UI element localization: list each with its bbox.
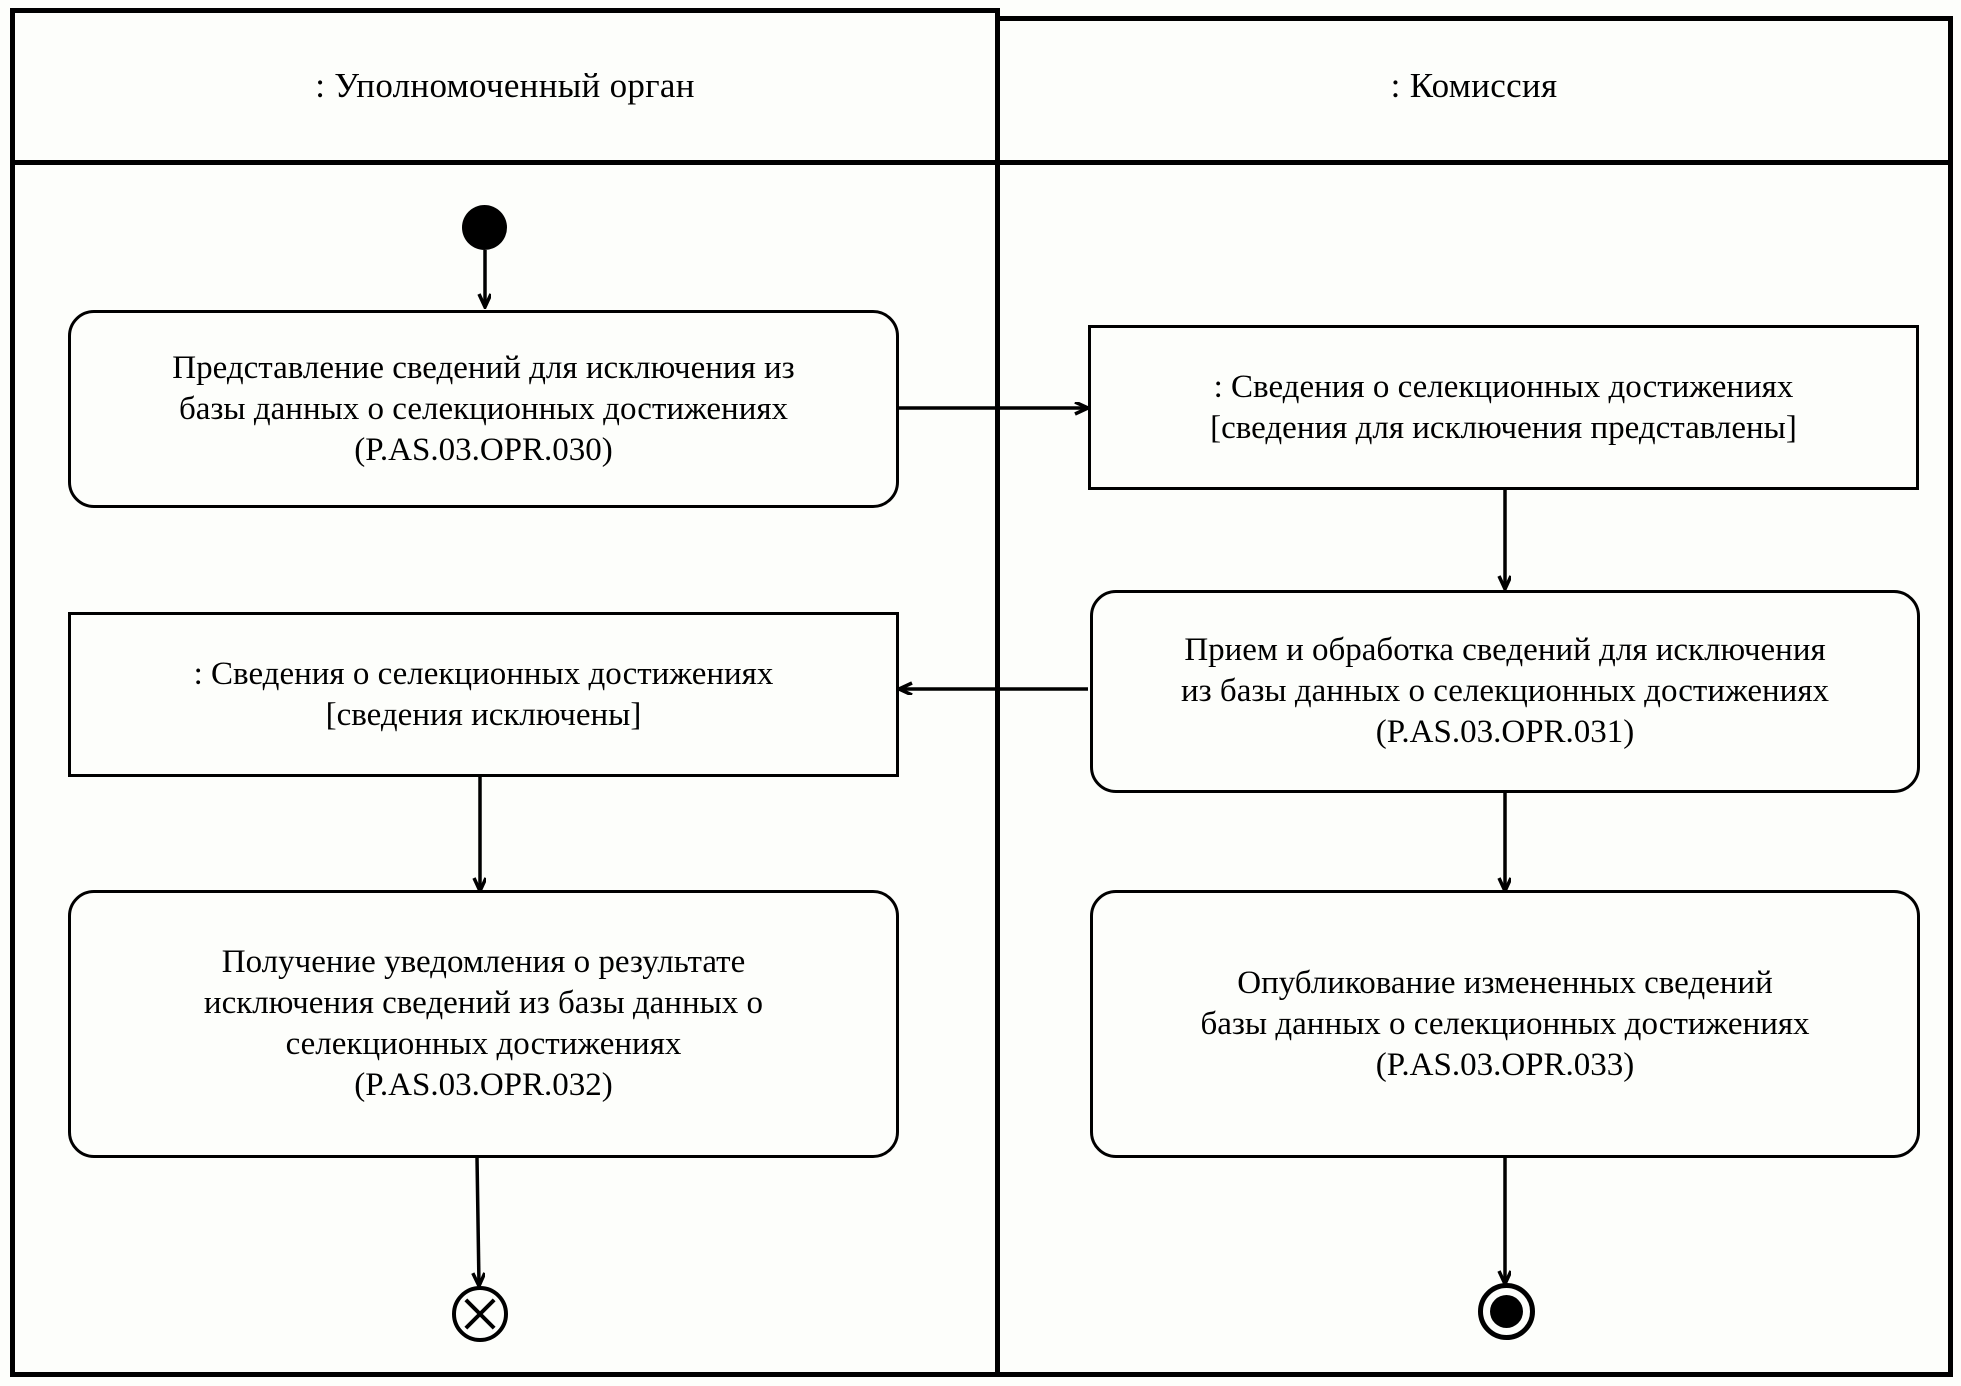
object-node-right-1-label: : Сведения о селекционных достижениях [с… xyxy=(1210,368,1797,446)
frame-right-border xyxy=(1948,16,1953,1377)
activity-node-left-1[interactable]: Представление сведений для исключения из… xyxy=(68,310,899,508)
activity-node-right-1[interactable]: Прием и обработка сведений для исключени… xyxy=(1090,590,1920,793)
object-node-left-1[interactable]: : Сведения о селекционных достижениях [с… xyxy=(68,612,899,777)
frame-top-border-left-lane xyxy=(10,8,998,13)
activity-node-right-1-label: Прием и обработка сведений для исключени… xyxy=(1180,632,1830,750)
lane-header-divider-horizontal xyxy=(10,160,1953,165)
object-node-right-1[interactable]: : Сведения о селекционных достижениях [с… xyxy=(1088,325,1919,490)
flow-final-node[interactable] xyxy=(452,1286,508,1342)
frame-top-border-right-lane xyxy=(995,16,1953,21)
frame-bottom-border xyxy=(10,1372,1953,1377)
activity-final-inner-disc xyxy=(1490,1295,1523,1328)
activity-node-left-2-label: Получение уведомления о результате исклю… xyxy=(203,944,764,1103)
activity-node-left-2[interactable]: Получение уведомления о результате исклю… xyxy=(68,890,899,1158)
activity-node-right-2-label: Опубликование измененных сведений базы д… xyxy=(1200,964,1810,1083)
activity-node-right-2[interactable]: Опубликование измененных сведений базы д… xyxy=(1090,890,1920,1158)
activity-node-left-1-label: Представление сведений для исключения из… xyxy=(172,349,795,468)
lane-header-left: : Уполномоченный орган xyxy=(315,66,695,105)
lane-header-right: : Комиссия xyxy=(1390,66,1558,105)
edge-left-activity-2-to-flow-final xyxy=(477,1156,479,1285)
lane-divider-vertical xyxy=(995,8,1000,1377)
activity-final-node[interactable] xyxy=(1478,1283,1535,1340)
initial-node[interactable] xyxy=(462,205,507,250)
frame-left-border xyxy=(10,8,15,1377)
object-node-left-1-label: : Сведения о селекционных достижениях [с… xyxy=(193,655,774,733)
